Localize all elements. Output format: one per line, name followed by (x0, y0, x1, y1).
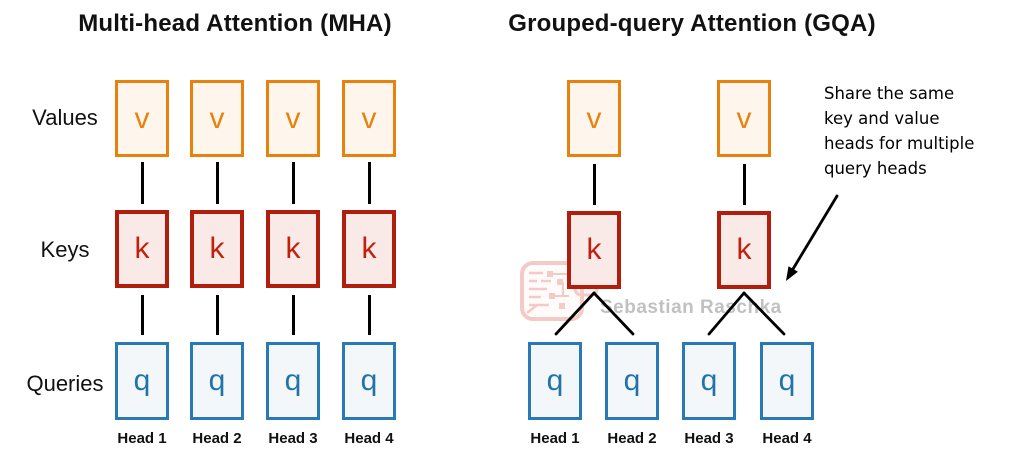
gqa-value-box-2: v (717, 80, 771, 157)
value-letter: v (209, 101, 225, 135)
key-letter: k (209, 232, 225, 265)
connector-line (140, 295, 144, 335)
gqa-head-label-4: Head 4 (762, 430, 812, 447)
value-letter: v (361, 101, 377, 135)
connector-line (291, 295, 295, 335)
keys-row-label: Keys (40, 237, 90, 262)
query-letter: q (546, 364, 564, 397)
mha-head-label-2: Head 2 (192, 430, 242, 447)
gqa-query-box-4: q (760, 342, 814, 420)
value-letter: v (285, 101, 301, 135)
key-letter: k (361, 232, 377, 265)
gqa-head-label-2: Head 2 (607, 430, 657, 447)
query-letter: q (133, 364, 151, 397)
gqa-annotation: Share the same key and value heads for m… (824, 81, 974, 181)
value-letter: v (736, 101, 752, 135)
query-letter: q (360, 364, 378, 397)
gqa-query-box-2: q (605, 342, 659, 420)
gqa-head-label-1: Head 1 (530, 430, 580, 447)
value-letter: v (134, 101, 150, 135)
key-letter: k (586, 233, 602, 266)
key-letter: k (134, 232, 150, 265)
mha-value-box-2: v (190, 80, 244, 157)
gqa-key-box-2: k (717, 211, 771, 289)
query-letter: q (778, 364, 796, 397)
annotation-line: query heads (824, 159, 927, 178)
mha-value-box-1: v (115, 80, 169, 157)
gqa-head-label-3: Head 3 (684, 430, 734, 447)
branch-line (554, 291, 596, 336)
mha-value-box-4: v (342, 80, 396, 157)
connector-line (742, 164, 746, 205)
mha-key-box-1: k (115, 210, 169, 288)
mha-title: Multi-head Attention (MHA) (78, 10, 392, 37)
annotation-line: heads for multiple (824, 134, 975, 153)
gqa-value-box-1: v (567, 80, 621, 157)
connector-line (140, 162, 144, 204)
gqa-key-box-1: k (567, 211, 621, 289)
connector-line (592, 164, 596, 205)
mha-query-box-1: q (115, 342, 169, 420)
mha-head-label-4: Head 4 (344, 430, 394, 447)
query-letter: q (208, 364, 226, 397)
gqa-title: Grouped-query Attention (GQA) (508, 10, 876, 37)
gqa-query-box-3: q (682, 342, 736, 420)
mha-value-box-3: v (266, 80, 320, 157)
annotation-line: Share the same (824, 84, 955, 103)
key-letter: k (736, 233, 752, 266)
query-letter: q (623, 364, 641, 397)
value-letter: v (586, 101, 602, 135)
mha-query-box-4: q (342, 342, 396, 420)
mha-query-box-2: q (190, 342, 244, 420)
query-letter: q (700, 364, 718, 397)
mha-query-box-3: q (266, 342, 320, 420)
annotation-arrowhead (786, 266, 798, 281)
connector-line (367, 162, 371, 204)
annotation-line: key and value (824, 109, 940, 128)
query-letter: q (284, 364, 302, 397)
connector-line (291, 162, 295, 204)
queries-row-label: Queries (26, 371, 104, 396)
key-letter: k (285, 232, 301, 265)
gqa-query-box-1: q (528, 342, 582, 420)
branch-line (592, 291, 635, 336)
connector-line (215, 295, 219, 335)
branch-line (707, 291, 746, 336)
mha-key-box-2: k (190, 210, 244, 288)
connector-line (367, 295, 371, 335)
mha-key-box-3: k (266, 210, 320, 288)
connector-line (215, 162, 219, 204)
annotation-arrow-shaft (791, 194, 839, 271)
mha-key-box-4: k (342, 210, 396, 288)
mha-head-label-3: Head 3 (268, 430, 318, 447)
values-row-label: Values (32, 105, 98, 130)
branch-line (742, 291, 786, 336)
mha-head-label-1: Head 1 (117, 430, 167, 447)
